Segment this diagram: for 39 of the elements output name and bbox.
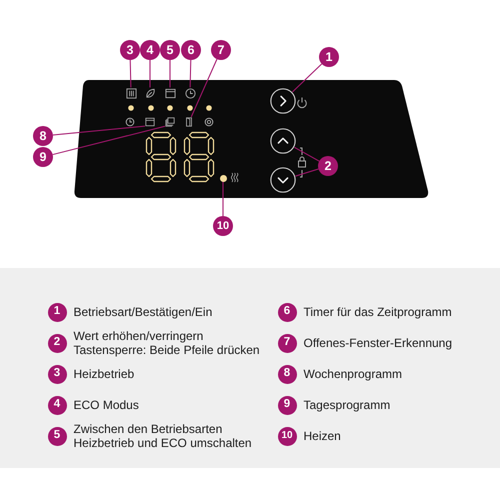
legend-text: Wochenprogramm	[304, 367, 403, 381]
stacked-pages-icon	[165, 117, 175, 127]
window-icon	[184, 117, 194, 127]
status-dot-icon	[220, 174, 226, 182]
callout-number: 7	[211, 40, 231, 60]
clock-icon	[184, 88, 196, 98]
leader-line	[52, 126, 166, 156]
callout-number: 1	[319, 47, 339, 67]
leaf-icon	[144, 88, 156, 98]
leader-line	[294, 146, 320, 162]
callout-number: 10	[213, 216, 233, 236]
chevron-down-button	[270, 167, 296, 193]
leader-line	[222, 181, 224, 216]
callout-number: 8	[33, 126, 53, 146]
legend-text: ECO Modus	[74, 398, 140, 412]
leader-line	[294, 168, 319, 177]
chevron-up-button	[270, 128, 296, 154]
legend-text: Tagesprogramm	[304, 398, 392, 412]
chevron-right-button	[270, 88, 296, 114]
calendar-icon	[164, 88, 176, 98]
calendar-icon	[145, 117, 155, 127]
callout-number: 9	[33, 147, 53, 167]
legend-text: Betriebsart/Bestätigen/Ein	[74, 305, 214, 319]
leader-line	[190, 60, 192, 88]
legend-text: Zwischen den Betriebsarten Heizbetrieb und ECO umschalten	[74, 422, 253, 450]
legend-text: Offenes-Fenster-Erkennung	[304, 336, 454, 350]
legend-text: Timer für das Zeitprogramm	[304, 305, 453, 319]
callout-number: 6	[181, 40, 201, 60]
callout-number: 5	[160, 40, 180, 60]
legend-text: Wert erhöhen/verringern Tastensperre: Beide Pfeile drücken	[74, 329, 261, 357]
leader-line	[52, 126, 146, 136]
callout-number: 3	[120, 40, 140, 60]
radiator-icon	[126, 88, 136, 98]
legend-text: Heizen	[304, 429, 342, 443]
legend-text: Heizbetrieb	[74, 367, 136, 381]
leader-line	[190, 58, 218, 118]
leader-line	[130, 60, 132, 88]
callout-number: 4	[140, 40, 160, 60]
leader-line	[292, 63, 322, 92]
